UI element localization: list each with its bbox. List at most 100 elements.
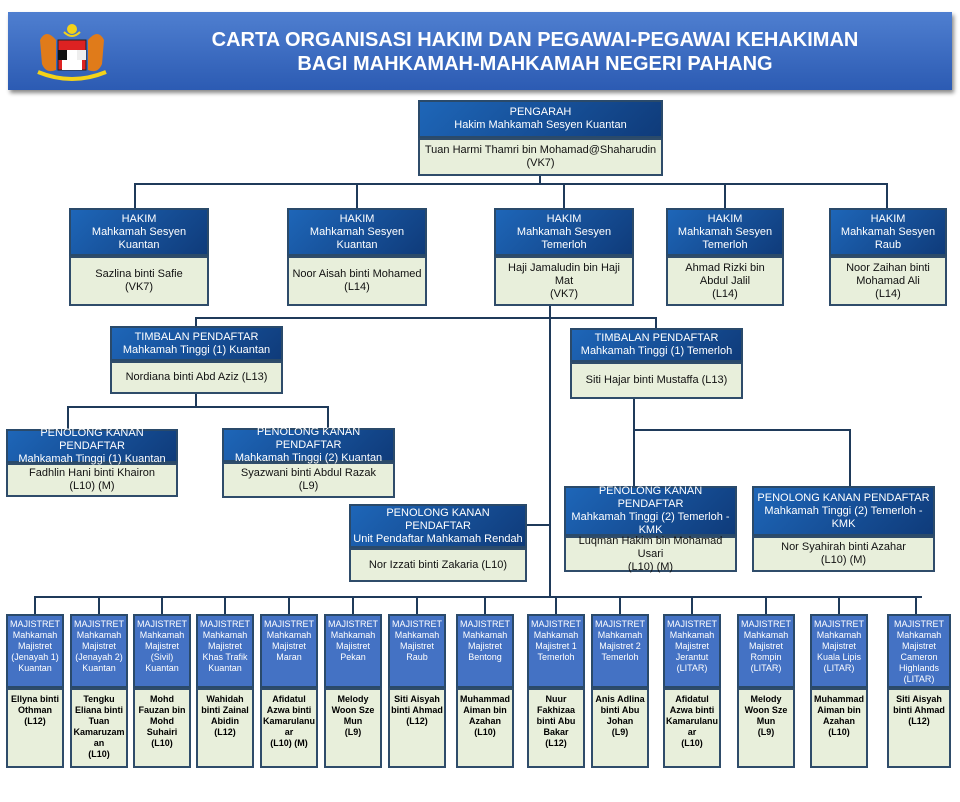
- name: Siti Aisyah binti Ahmad: [391, 694, 443, 715]
- name: Wahidah binti Zainal Abidin: [201, 694, 249, 726]
- role: PENGARAH: [509, 106, 572, 118]
- grade: (L9): [757, 727, 775, 737]
- connector-line: [539, 176, 541, 184]
- role: MAJISTRET: [391, 619, 442, 629]
- connector-line: [195, 393, 197, 408]
- connector-line: [352, 596, 354, 614]
- connector-line: [34, 596, 36, 614]
- grade: (L14): [344, 281, 370, 293]
- name: Nuur Fakhizaa binti Abu Bakar: [536, 694, 576, 737]
- grade: (L12): [214, 727, 236, 737]
- court: Mahkamah Majistret Cameron Highlands (LI…: [896, 630, 942, 684]
- grade: (L10) (M): [270, 738, 308, 748]
- court: Mahkamah Tinggi (1) Kuantan: [122, 343, 271, 356]
- role: PENOLONG KANAN PENDAFTAR: [757, 491, 930, 504]
- grade: (L14): [712, 287, 738, 300]
- grade: (L9): [298, 480, 319, 492]
- connector-line: [549, 304, 551, 598]
- name: Afidatul Azwa binti Kamarulanuar: [665, 694, 718, 737]
- grade: (L10): [88, 749, 110, 759]
- role: HAKIM: [546, 212, 582, 225]
- court: Mahkamah Sesyen Kuantan: [309, 225, 405, 251]
- connector-line: [691, 596, 693, 614]
- connector-line: [526, 524, 550, 526]
- connector-line: [849, 429, 851, 488]
- connector-line: [484, 596, 486, 614]
- connector-line: [195, 317, 657, 319]
- role: PENOLONG KANAN PENDAFTAR: [256, 425, 361, 451]
- connector-line: [416, 596, 418, 614]
- connector-line: [288, 596, 290, 614]
- name: Nordiana binti Abd Aziz (L13): [125, 371, 268, 383]
- role: PENOLONG KANAN PENDAFTAR: [386, 506, 490, 532]
- name: Muhammad Aiman bin Azahan: [459, 694, 510, 726]
- title-line-2: BAGI MAHKAMAH-MAHKAMAH NEGERI PAHANG: [297, 53, 773, 75]
- name: Noor Zaihan binti Mohamad Ali: [846, 261, 930, 287]
- court: Mahkamah Majistret Khas Trafik Kuantan: [202, 630, 248, 673]
- coat-of-arms-logo: [37, 24, 107, 81]
- name: Nor Syahirah binti Azahar: [781, 541, 906, 553]
- court: Mahkamah Sesyen Raub: [840, 225, 936, 251]
- court: Mahkamah Majistret Jerantut (LITAR): [669, 630, 715, 673]
- connector-line: [886, 183, 888, 209]
- role: MAJISTRET: [530, 619, 581, 629]
- court: Mahkamah Majistret (Sivil) Kuantan: [139, 630, 185, 673]
- role: MAJISTRET: [459, 619, 510, 629]
- role: HAKIM: [707, 212, 743, 225]
- grade: (VK7): [526, 157, 555, 169]
- name: Noor Aisah binti Mohamed: [292, 268, 422, 280]
- role: MAJISTRET: [327, 619, 378, 629]
- connector-line: [67, 406, 329, 408]
- role: MAJISTRET: [263, 619, 314, 629]
- role: MAJISTRET: [893, 619, 944, 629]
- connector-line: [633, 429, 851, 431]
- grade: (L10) (M): [69, 480, 115, 492]
- court: Mahkamah Tinggi (2) Temerloh - KMK: [571, 511, 730, 536]
- court: Mahkamah Majistret Bentong: [462, 630, 508, 662]
- court: Mahkamah Sesyen Kuantan: [91, 225, 187, 251]
- grade: (VK7): [124, 281, 154, 293]
- connector-line: [724, 183, 726, 209]
- role: MAJISTRET: [199, 619, 250, 629]
- grade: (L10): [828, 727, 850, 737]
- name: Sazlina binti Safie: [95, 268, 183, 280]
- name: Melody Woon Sze Mun: [744, 694, 788, 726]
- court: Unit Pendaftar Mahkamah Rendah: [353, 532, 523, 545]
- court: Mahkamah Majistret (Jenayah 1) Kuantan: [11, 630, 59, 673]
- connector-line: [563, 183, 565, 209]
- grade: (L12): [545, 738, 567, 748]
- name: Tuan Harmi Thamri bin Mohamad@Shaharudin: [424, 144, 657, 156]
- connector-line: [838, 596, 840, 614]
- court: Mahkamah Majistret Rompin (LITAR): [743, 630, 789, 673]
- title-line-1: CARTA ORGANISASI HAKIM DAN PEGAWAI-PEGAW…: [211, 29, 859, 51]
- connector-line: [915, 596, 917, 614]
- connector-line: [161, 596, 163, 614]
- court: Mahkamah Majistret Raub: [394, 630, 440, 662]
- court: Mahkamah Tinggi (1) Kuantan: [18, 452, 166, 465]
- name: Haji Jamaludin bin Haji Mat: [508, 261, 620, 287]
- court: Mahkamah Majistret 1 Temerloh: [533, 630, 579, 662]
- role: MAJISTRET: [813, 619, 864, 629]
- connector-line: [134, 183, 888, 185]
- connector-line: [619, 596, 621, 614]
- name: Syazwani binti Abdul Razak: [240, 467, 377, 479]
- court: Hakim Mahkamah Sesyen Kuantan: [454, 119, 627, 131]
- role: TIMBALAN PENDAFTAR: [134, 330, 259, 343]
- court: Mahkamah Majistret Kuala Lipis (LITAR): [816, 630, 862, 673]
- title-banner: CARTA ORGANISASI HAKIM DAN PEGAWAI-PEGAW…: [8, 12, 952, 90]
